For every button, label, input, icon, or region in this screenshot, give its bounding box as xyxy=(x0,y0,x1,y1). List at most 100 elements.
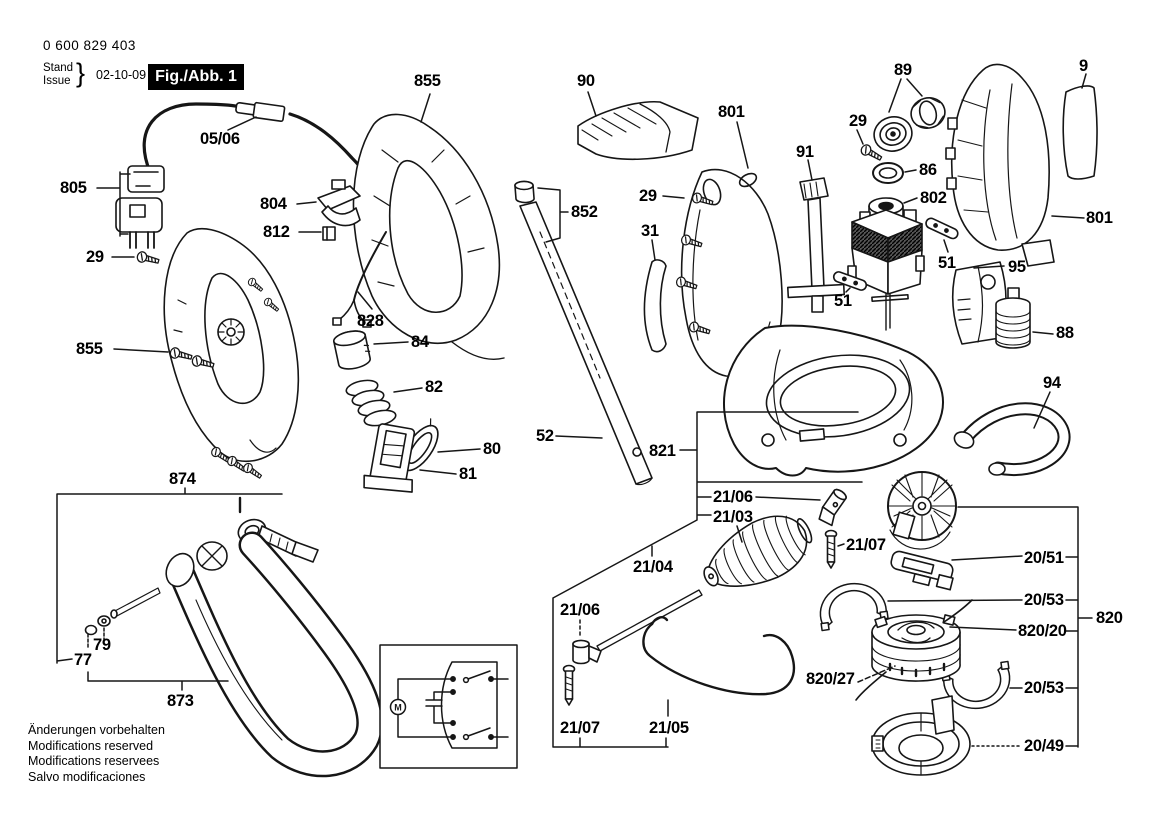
callout-802: 802 xyxy=(920,189,947,207)
callout-80: 80 xyxy=(483,440,501,458)
callout-51-a: 51 xyxy=(938,254,956,272)
motor-housing-right-801 xyxy=(945,63,1055,267)
lever-91 xyxy=(786,177,846,313)
bushing-84 xyxy=(332,330,371,370)
contact-812 xyxy=(322,226,336,241)
callout-852: 852 xyxy=(571,203,598,221)
callout-820: 820 xyxy=(1096,609,1123,627)
brush-51-left xyxy=(832,271,868,291)
callout-820-20: 820/20 xyxy=(1018,622,1067,640)
callout-805: 805 xyxy=(60,179,87,197)
guard-821 xyxy=(722,324,944,477)
notice-line-es: Salvo modificaciones xyxy=(28,769,146,784)
o-ring-86 xyxy=(872,162,904,184)
figure-tag: Fig./Abb. 1 xyxy=(148,64,244,90)
issue-label: Issue xyxy=(43,75,71,87)
sleeve-21-06-lower xyxy=(572,639,602,665)
callout-820-27: 820/27 xyxy=(806,670,855,688)
callout-20-49: 20/49 xyxy=(1024,737,1064,755)
knob-89-a xyxy=(873,116,913,152)
handle-housing-left xyxy=(163,227,300,462)
callout-855-b: 855 xyxy=(414,72,441,90)
callout-804: 804 xyxy=(260,195,287,213)
callout-86: 86 xyxy=(919,161,937,179)
cover-95 xyxy=(951,261,1007,345)
mains-plug xyxy=(115,165,165,249)
grip-pad-90 xyxy=(577,101,699,161)
handle-bow-873 xyxy=(165,531,384,778)
motor-housing-left-801 xyxy=(680,168,783,377)
shaft-cap-852 xyxy=(514,180,535,204)
wire-guard-21-05 xyxy=(642,616,796,696)
screw-21-07-bottom xyxy=(562,664,576,706)
callout-21-06-b: 21/06 xyxy=(560,601,600,619)
callout-77: 77 xyxy=(74,651,92,669)
revision-brace: } xyxy=(76,58,86,88)
elbow-21-06 xyxy=(818,488,847,527)
callout-91: 91 xyxy=(796,143,814,161)
callout-21-07-a: 21/07 xyxy=(846,536,886,554)
order-number: 0 600 829 403 xyxy=(43,38,136,53)
screw-21-07-right xyxy=(824,529,838,569)
notice-line-de: Änderungen vorbehalten xyxy=(28,723,165,737)
brush-51-right xyxy=(925,217,959,240)
revision-label: Stand Issue xyxy=(43,62,73,88)
tube-joint xyxy=(196,541,228,571)
callout-874: 874 xyxy=(169,470,196,488)
callout-90: 90 xyxy=(577,72,595,90)
cable-connector xyxy=(235,101,286,123)
callout-828: 828 xyxy=(357,312,384,330)
bail-handle-94 xyxy=(953,402,1071,476)
callout-855-a: 855 xyxy=(76,340,103,358)
callout-20-53-b: 20/53 xyxy=(1024,679,1064,697)
notice-line-en: Modifications reserved xyxy=(28,738,154,753)
callout-84: 84 xyxy=(411,333,429,351)
callout-82: 82 xyxy=(425,378,443,396)
callout-21-04: 21/04 xyxy=(633,558,673,576)
wiring-diagram: M xyxy=(379,644,518,769)
switch-81 xyxy=(363,423,416,493)
wiring-828 xyxy=(332,231,387,328)
motor-symbol: M xyxy=(394,703,402,713)
deflector-31 xyxy=(643,259,667,353)
callout-51-b: 51 xyxy=(834,292,852,310)
callout-801-b: 801 xyxy=(1086,209,1113,227)
switch-lever-804 xyxy=(317,179,361,227)
callout-95: 95 xyxy=(1008,258,1026,276)
pin-and-washers xyxy=(84,587,161,636)
rod-21-04 xyxy=(596,589,703,652)
modifications-notice: Änderungen vorbehalten Modifications res… xyxy=(28,723,165,785)
callout-79: 79 xyxy=(93,636,111,654)
revision-date: 02-10-09 xyxy=(96,68,147,82)
motor-802 xyxy=(847,197,925,331)
stand-label: Stand xyxy=(43,62,74,74)
callout-873: 873 xyxy=(167,692,194,710)
spool-cover-20-49 xyxy=(871,695,971,776)
callout-21-05: 21/05 xyxy=(649,719,689,737)
spring-82 xyxy=(345,379,397,427)
callout-31: 31 xyxy=(641,222,659,240)
latch-20-51 xyxy=(890,550,954,591)
callout-21-07-b: 21/07 xyxy=(560,719,600,737)
callout-52: 52 xyxy=(536,427,554,445)
callout-89: 89 xyxy=(894,61,912,79)
callout-21-03: 21/03 xyxy=(713,508,753,526)
cone-spool-21-03 xyxy=(703,515,813,587)
sticker-9 xyxy=(1062,85,1098,180)
callout-88: 88 xyxy=(1056,324,1074,342)
callout-29-a: 29 xyxy=(86,248,104,266)
callout-801-a: 801 xyxy=(718,103,745,121)
callout-29-b: 29 xyxy=(639,187,657,205)
handle-housing-top xyxy=(352,113,505,360)
fan-spool-head xyxy=(887,471,957,550)
callout-81: 81 xyxy=(459,465,477,483)
callout-9: 9 xyxy=(1079,57,1088,75)
callout-20-53-a: 20/53 xyxy=(1024,591,1064,609)
callout-05-06: 05/06 xyxy=(200,130,240,148)
knob-89-b xyxy=(910,97,946,129)
callout-21-06-a: 21/06 xyxy=(713,488,753,506)
spool-assembly-820-20 xyxy=(855,599,973,701)
callout-821: 821 xyxy=(649,442,676,460)
shaft-tube-52 xyxy=(519,201,653,486)
